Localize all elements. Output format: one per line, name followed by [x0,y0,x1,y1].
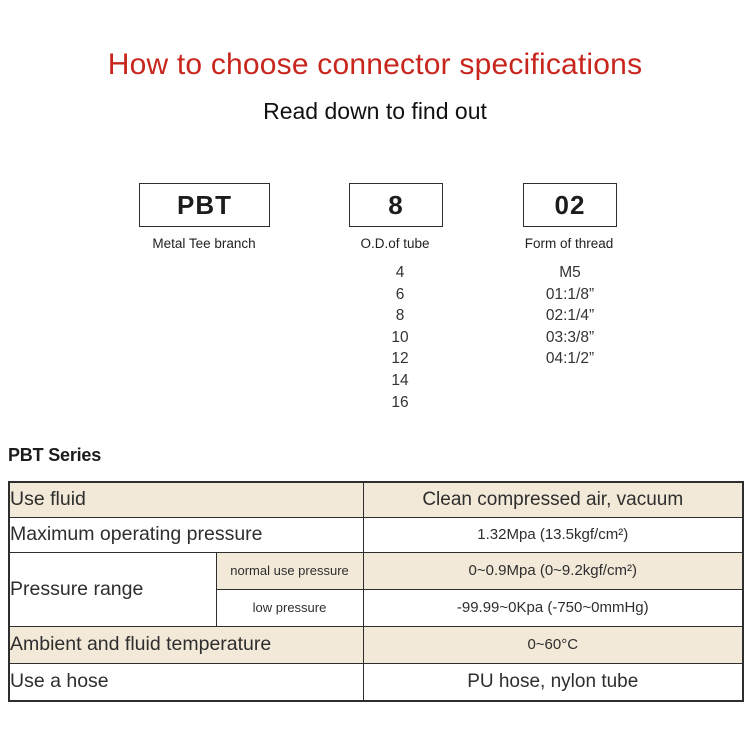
row-sublabel-low-pressure: low pressure [215,588,364,627]
page-subtitle: Read down to find out [263,98,487,124]
row-value-max-pressure: 1.32Mpa (13.5kgf/cm²) [362,516,744,553]
series-heading: PBT Series [8,445,102,465]
table-row-max-pressure: Maximum operating pressure 1.32Mpa (13.5… [8,516,744,553]
row-label-hose: Use a hose [8,662,364,702]
spec-table: Use fluid Clean compressed air, vacuum M… [8,481,744,702]
row-label-temperature: Ambient and fluid temperature [8,625,364,664]
thread-option: 03:3/8” [545,328,595,346]
table-row-normal-pressure: Pressure range normal use pressure 0~0.9… [8,551,744,627]
tube-od-option: 4 [395,264,405,281]
row-value-temperature: 0~60°C [362,625,744,664]
tube-od-option: 10 [391,328,409,346]
thread-option: M5 [559,264,581,281]
model-code-tube-od-text: 8 [388,189,404,220]
model-code-thread-text: 02 [554,189,586,220]
label-series-meaning: Metal Tee branch [152,236,256,251]
row-sublabel-normal-pressure: normal use pressure [215,551,364,590]
thread-option: 01:1/8” [545,285,595,303]
label-tube-od-meaning: O.D.of tube [360,236,430,251]
tube-od-option: 6 [395,285,405,303]
tube-od-options-list: 4 6 8 10 12 14 16 [350,262,450,413]
table-row-hose: Use a hose PU hose, nylon tube [8,662,744,702]
table-row-low-pressure: low pressure -99.99~0Kpa (-750~0mmHg) [9,588,744,627]
label-thread-meaning: Form of thread [524,236,614,251]
model-code-box-thread: 02 [523,183,617,227]
row-label-use-fluid: Use fluid [8,481,364,518]
row-label-pressure-range: Pressure range [8,551,217,627]
row-value-hose: PU hose, nylon tube [362,662,744,702]
tube-od-option: 8 [395,307,405,325]
thread-option: 04:1/2” [545,350,595,368]
model-code-box-tube-od: 8 [349,183,443,227]
model-code-box-series: PBT [139,183,270,227]
table-row-temperature: Ambient and fluid temperature 0~60°C [8,625,744,664]
thread-option: 02:1/4” [545,307,595,325]
tube-od-option: 16 [391,393,409,411]
row-value-low-pressure: -99.99~0Kpa (-750~0mmHg) [362,588,744,627]
row-value-normal-pressure: 0~0.9Mpa (0~9.2kgf/cm²) [362,551,744,590]
table-row-use-fluid: Use fluid Clean compressed air, vacuum [8,481,744,518]
row-value-use-fluid: Clean compressed air, vacuum [362,481,744,518]
tube-od-option: 14 [391,371,409,389]
row-label-max-pressure: Maximum operating pressure [8,516,364,553]
page-title: How to choose connector specifications [107,48,643,81]
model-code-series-text: PBT [177,189,232,220]
tube-od-option: 12 [391,350,409,368]
thread-options-list: M5 01:1/8” 02:1/4” 03:3/8” 04:1/2” [495,262,645,370]
